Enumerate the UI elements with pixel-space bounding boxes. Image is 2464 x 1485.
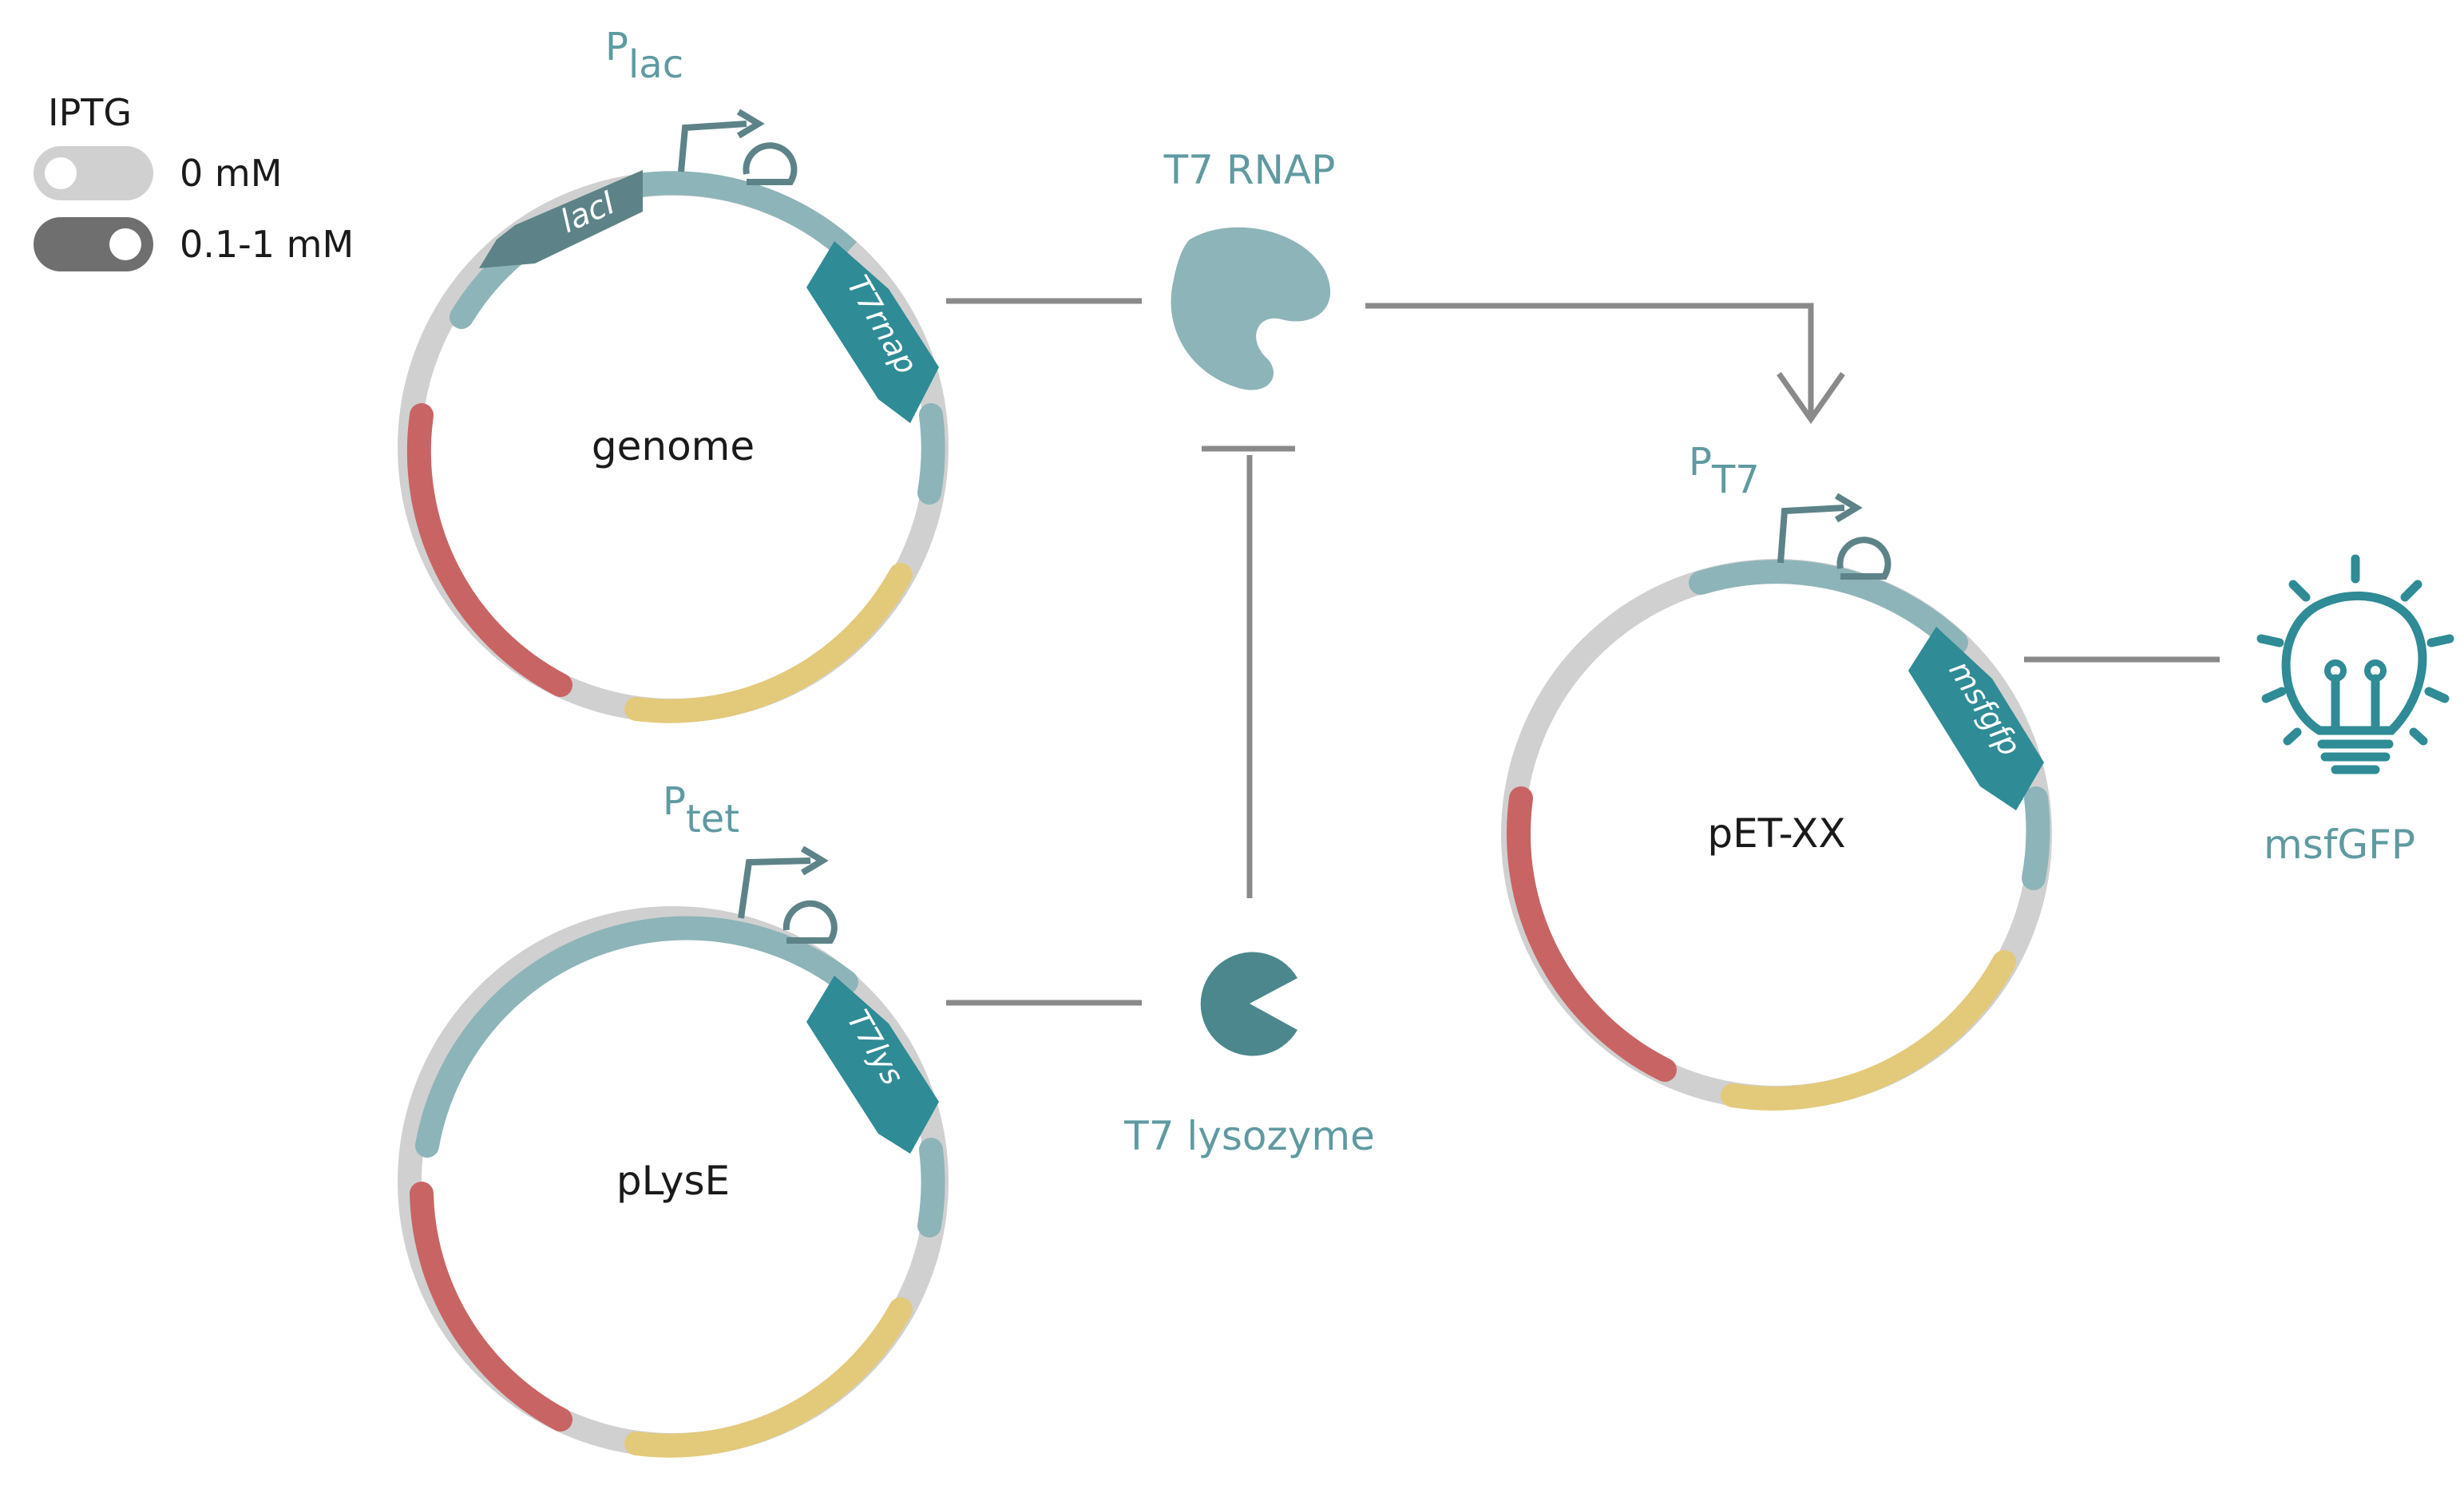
legend-item-on: 0.1-1 mM xyxy=(34,217,354,271)
reporter-label: msfGFP xyxy=(2264,822,2415,868)
lightbulb-icon xyxy=(2256,554,2454,774)
genome-promoter-region xyxy=(637,171,858,260)
genome-yellow-segment xyxy=(624,563,913,723)
plasmid-name-pet: pET-XX xyxy=(1707,810,1845,857)
promoter-label-plac: Plac xyxy=(605,25,683,87)
activation-arrow-icon xyxy=(1365,303,1814,419)
gene-t7rnap: T7rnap xyxy=(806,241,939,423)
legend-label-on: 0.1-1 mM xyxy=(180,223,354,266)
promoter-arrow-icon xyxy=(678,121,747,172)
plasmid-name-plyse: pLysE xyxy=(616,1158,730,1204)
t7-lysozyme: T7 lysozyme xyxy=(1123,952,1375,1159)
terminator-icon xyxy=(1836,537,1892,580)
terminator-icon xyxy=(782,900,838,944)
terminator-icon xyxy=(743,142,798,185)
plasmid-name-genome: genome xyxy=(592,423,755,469)
plasmid-pet xyxy=(1501,559,2052,1111)
promoter-arrow-icon xyxy=(1777,505,1845,564)
promoter-pt7: PT7 xyxy=(1689,440,1892,580)
pet-promoter-region xyxy=(1689,560,1968,655)
genome-red-segment xyxy=(406,403,572,697)
plyse-promoter-region xyxy=(415,916,858,1158)
pet-yellow-segment xyxy=(1721,950,2016,1111)
lysozyme-pacman-icon xyxy=(1200,952,1297,1056)
legend-label-off: 0 mM xyxy=(180,152,282,195)
iptg-legend: IPTG 0 mM 0.1-1 mM xyxy=(34,91,354,271)
promoter-ptet: Ptet xyxy=(663,779,838,944)
pet-red-segment xyxy=(1506,786,1677,1082)
plasmid-plyse xyxy=(398,906,949,1458)
promoter-arrow-icon xyxy=(738,857,811,919)
protein-label-rnap: T7 RNAP xyxy=(1163,147,1336,193)
reporter-msfgfp: msfGFP xyxy=(2256,554,2454,868)
protein-blob-icon xyxy=(1171,227,1331,390)
promoter-label-ptet: Ptet xyxy=(663,779,739,842)
connectors xyxy=(946,298,2220,1006)
t7-rnap: T7 RNAP xyxy=(1163,147,1336,390)
legend-title: IPTG xyxy=(48,91,132,134)
legend-item-off: 0 mM xyxy=(34,146,282,200)
plyse-red-segment xyxy=(410,1182,572,1432)
gene-laci: lacI xyxy=(479,170,643,268)
protein-label-lysozyme: T7 lysozyme xyxy=(1123,1113,1375,1159)
promoter-label-pt7: PT7 xyxy=(1689,440,1760,502)
plasmid-genome xyxy=(398,171,949,723)
promoter-plac: Plac xyxy=(605,25,798,185)
plyse-yellow-segment xyxy=(624,1297,913,1458)
